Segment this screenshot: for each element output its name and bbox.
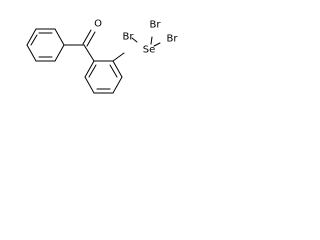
bond <box>84 60 95 78</box>
bond <box>30 34 38 46</box>
bromine-label-left: Br <box>123 32 135 43</box>
bromine-label-right: Br <box>167 34 179 45</box>
bond <box>82 29 92 45</box>
selenium-label: Se <box>143 45 156 56</box>
bond <box>112 76 123 94</box>
carbonyl-group: O <box>63 19 102 62</box>
bond <box>88 64 97 78</box>
oxygen-label: O <box>94 19 102 30</box>
bond <box>153 42 161 47</box>
chemical-structure: O Se Br Br Br <box>26 19 179 94</box>
bond <box>131 37 138 43</box>
bond <box>26 44 37 62</box>
selenium-tribromide-group: Se Br Br Br <box>112 20 179 62</box>
bond <box>26 28 37 46</box>
bond <box>109 64 118 78</box>
phenyl-ring-left <box>26 28 65 62</box>
bond <box>150 36 153 45</box>
bromine-label-top: Br <box>150 20 162 31</box>
bond <box>54 44 65 62</box>
bond <box>112 60 123 78</box>
bond <box>54 28 65 46</box>
bond <box>112 52 125 62</box>
phenyl-ring-bottom <box>84 60 123 94</box>
bond <box>86 31 96 47</box>
bond <box>83 44 95 62</box>
bond <box>84 76 95 94</box>
